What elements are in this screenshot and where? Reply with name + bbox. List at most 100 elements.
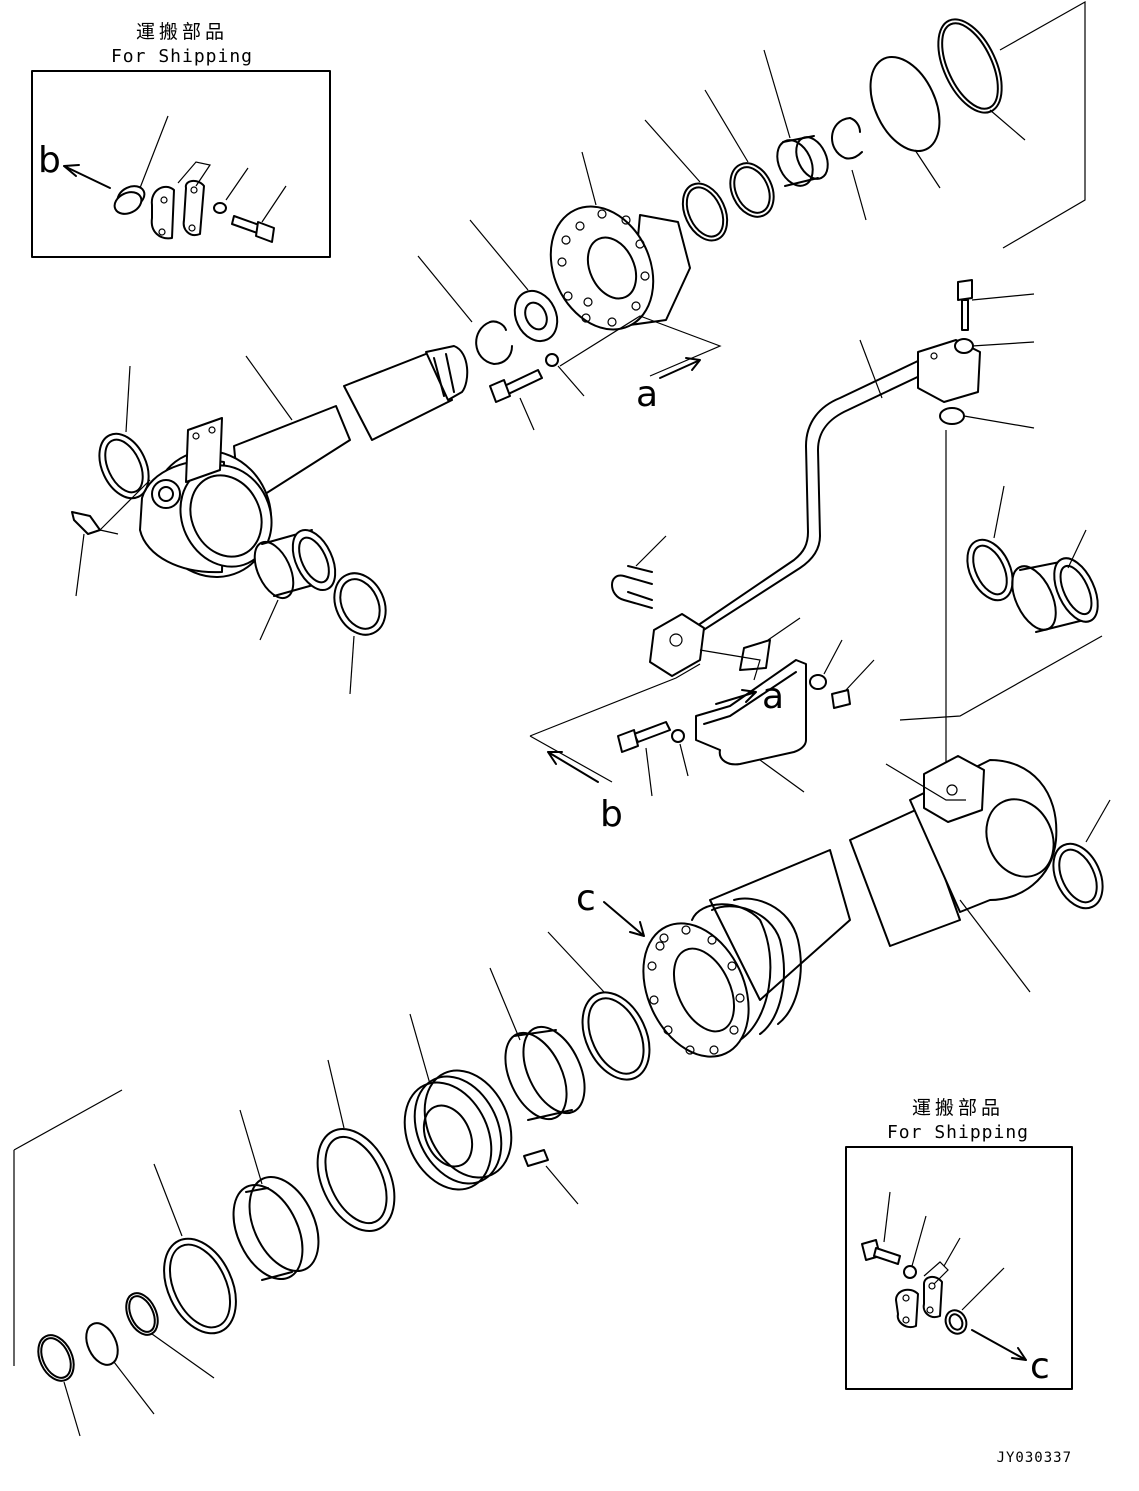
shipping-box-frame-bottom xyxy=(845,1146,1073,1390)
leader-line xyxy=(767,617,801,641)
leader-line xyxy=(327,1059,345,1129)
leader-line xyxy=(635,535,667,567)
piston-rod xyxy=(139,345,469,578)
leader-line xyxy=(1067,529,1087,569)
leader-line xyxy=(971,293,1035,301)
leader-line xyxy=(113,1361,155,1415)
leader-line xyxy=(125,365,131,433)
callout-a-head: a xyxy=(636,374,658,415)
bolt-part xyxy=(617,721,671,753)
arrow-b-icon xyxy=(547,751,599,783)
pipe-bracket xyxy=(695,659,807,766)
leader-line xyxy=(139,115,169,189)
washer-part xyxy=(954,338,974,354)
leader-line xyxy=(545,1165,579,1205)
bolt-part xyxy=(861,1239,901,1265)
shipping-label-en-top: For Shipping xyxy=(111,46,253,67)
nut-part xyxy=(831,689,851,709)
callout-b-shipping: b xyxy=(38,140,61,181)
shipping-label-jp-bottom: 運搬部品 xyxy=(912,1097,1004,1119)
leader-line xyxy=(557,365,585,397)
leader-line xyxy=(644,119,701,183)
drawing-code: JY030337 xyxy=(997,1450,1072,1466)
leader-line xyxy=(153,1163,183,1237)
callout-b-bracket: b xyxy=(600,794,623,835)
leader-line xyxy=(989,109,1026,141)
leader-line xyxy=(763,49,791,139)
leader-line xyxy=(409,1013,431,1085)
o-ring xyxy=(85,1322,119,1366)
callout-c-tube: c xyxy=(576,878,596,919)
piston-ring xyxy=(316,1127,396,1233)
head-assembly-group: a xyxy=(417,0,1086,431)
arrow-c-icon xyxy=(603,901,645,937)
washer-part xyxy=(903,1265,917,1279)
leader-line xyxy=(349,635,355,695)
callout-a-bracket: a xyxy=(762,676,784,717)
buffer-ring xyxy=(681,182,729,242)
arrow-a-icon xyxy=(715,689,757,705)
lock-nut xyxy=(513,289,559,343)
hydraulic-pipe xyxy=(649,339,981,677)
o-ring-small xyxy=(939,407,965,425)
arrow-b-icon xyxy=(63,164,111,189)
leader-line xyxy=(679,743,689,777)
washer-part xyxy=(671,729,685,743)
grease-fitting xyxy=(71,511,101,535)
leader-line xyxy=(177,161,211,187)
leader-line xyxy=(261,185,287,223)
set-screw xyxy=(523,1149,549,1167)
leader-line xyxy=(911,1215,927,1267)
shim-plate xyxy=(739,639,771,671)
cap-part xyxy=(944,1309,968,1335)
rod-bushing xyxy=(253,529,337,600)
leader-line xyxy=(245,355,293,421)
bushing-part xyxy=(776,135,829,187)
bracket-line xyxy=(13,1089,123,1366)
leader-line xyxy=(581,151,597,206)
bolt-part xyxy=(231,215,275,243)
cylinder-head xyxy=(549,205,691,331)
u-bolt xyxy=(611,565,653,609)
leader-line xyxy=(239,1109,263,1185)
washer-part xyxy=(545,353,559,367)
leader-line xyxy=(971,341,1035,347)
leader-line xyxy=(914,149,941,189)
washer-part xyxy=(809,674,827,690)
leader-line xyxy=(859,339,883,399)
dust-seal xyxy=(1052,842,1104,910)
dust-seal xyxy=(333,572,387,636)
backup-ring xyxy=(163,1237,237,1335)
leader-line xyxy=(993,485,1005,539)
dust-seal xyxy=(98,432,150,500)
washer-part xyxy=(213,202,227,214)
leader-line xyxy=(469,219,529,291)
shipping-label-en-bottom: For Shipping xyxy=(887,1122,1029,1143)
cylinder-tube xyxy=(642,755,1058,1058)
leader-line xyxy=(645,747,653,797)
bracket-line xyxy=(999,0,1086,249)
bolt-part xyxy=(489,369,543,403)
backup-ring xyxy=(869,55,941,153)
snap-ring xyxy=(831,117,863,160)
split-clamp-part xyxy=(150,180,205,240)
bracket-line xyxy=(529,663,701,783)
retaining-ring xyxy=(475,321,513,365)
leader-line xyxy=(699,649,761,681)
shipping-box-frame-top xyxy=(31,70,331,258)
shipping-label-jp-top: 運搬部品 xyxy=(136,21,228,43)
leader-line xyxy=(417,255,473,323)
shipping-parts-box-top: 運搬部品 For Shipping b xyxy=(31,21,331,258)
bracket-line xyxy=(885,635,1103,801)
leader-line xyxy=(63,1381,81,1437)
bolt-part xyxy=(957,279,973,331)
leader-line xyxy=(923,1237,961,1285)
leader-line xyxy=(823,639,843,675)
leader-line xyxy=(225,167,249,201)
leader-line xyxy=(151,1333,215,1379)
leader-line xyxy=(1085,799,1111,843)
arrow-c-icon xyxy=(971,1329,1027,1361)
shipping-parts-box-bottom: 運搬部品 For Shipping c xyxy=(845,1097,1073,1390)
leader-line xyxy=(99,479,151,535)
